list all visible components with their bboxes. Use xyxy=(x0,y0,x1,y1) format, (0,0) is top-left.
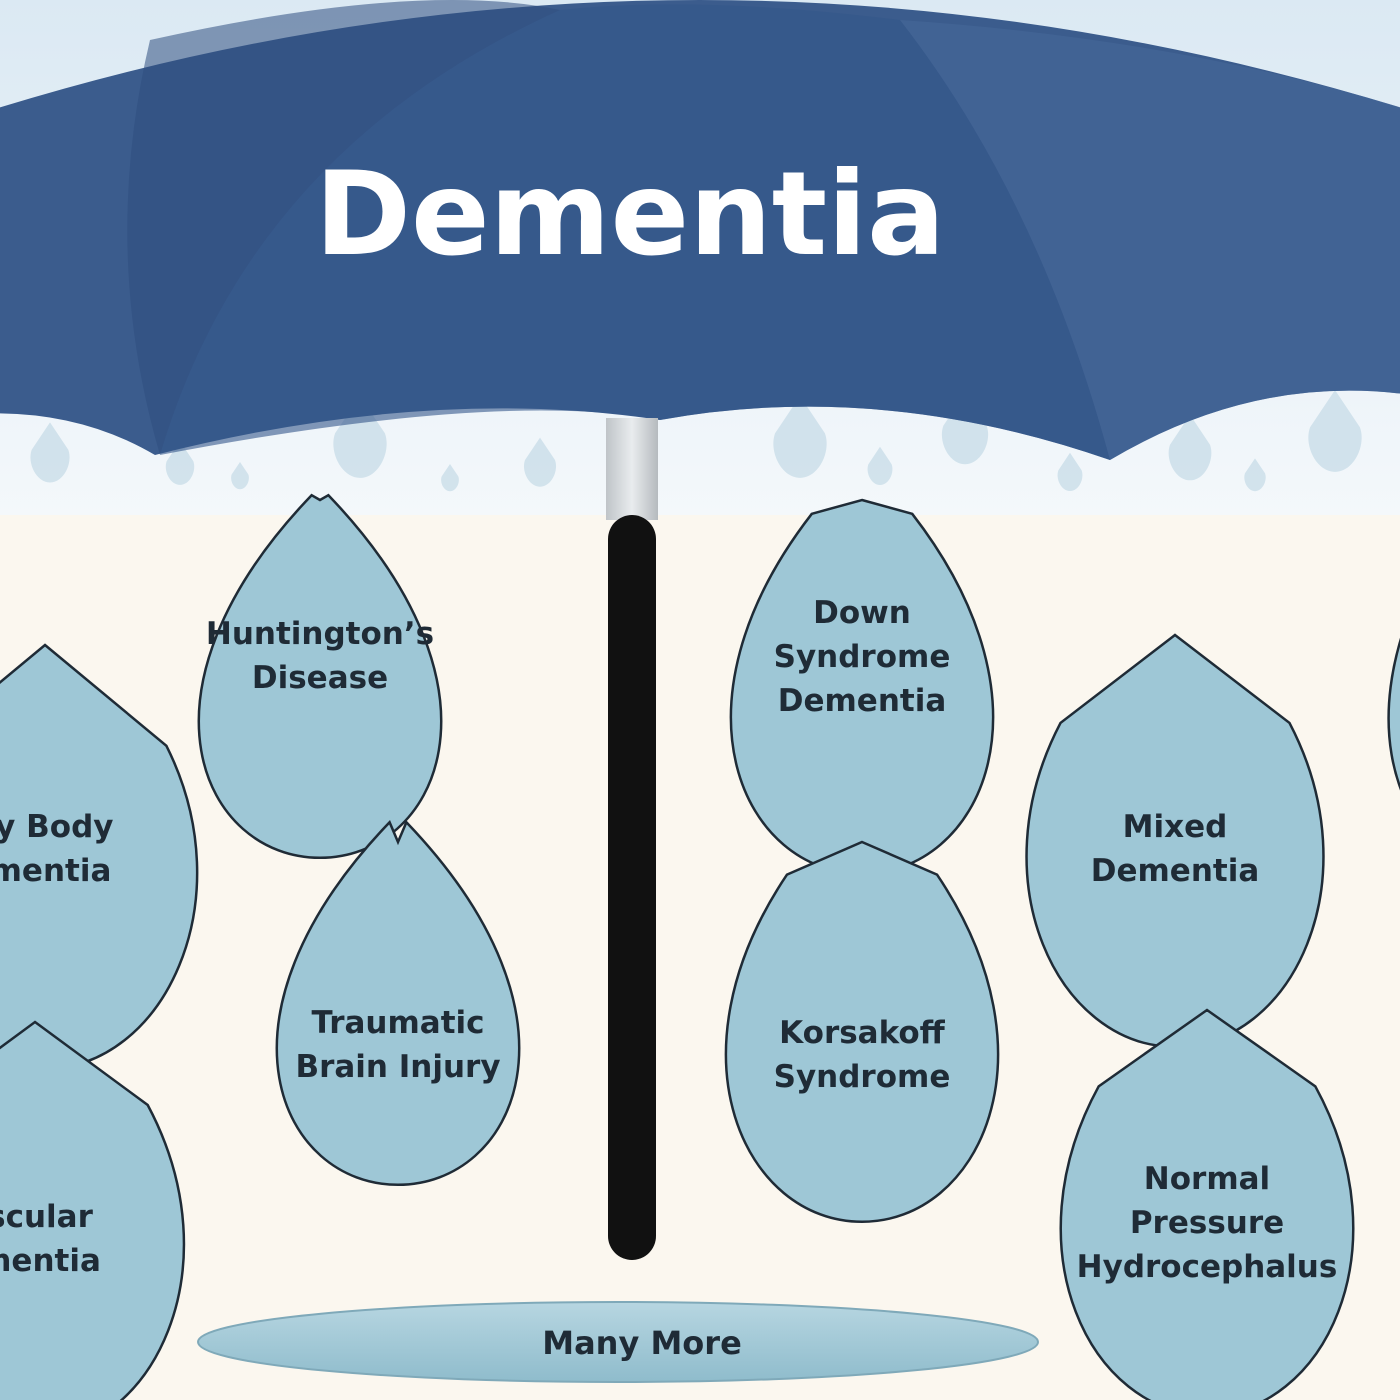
background-raindrop xyxy=(867,446,893,485)
drop-label-line: wy Body xyxy=(0,809,113,845)
drop-label-line: Brain Injury xyxy=(295,1049,500,1085)
background-raindrop xyxy=(523,437,557,487)
drop-label-line: Dementia xyxy=(778,683,947,719)
background-raindrop xyxy=(30,422,70,483)
drop-lewy-body: wy Body ementia xyxy=(0,643,199,1070)
umbrella-shaft xyxy=(608,515,656,1260)
drop-shape xyxy=(0,1020,186,1400)
drop-shape xyxy=(275,819,521,1187)
drop-label-line: Mixed xyxy=(1123,809,1228,845)
drop-vascular: scular mentia xyxy=(0,1020,186,1400)
drop-shape xyxy=(724,840,1000,1224)
background-raindrop xyxy=(1308,390,1362,472)
background-raindrop xyxy=(231,462,249,490)
umbrella-pole-top xyxy=(606,418,658,520)
drop-label-line: Normal xyxy=(1144,1161,1270,1197)
drop-shape xyxy=(1387,637,1400,790)
background-raindrop xyxy=(441,464,459,492)
drop-label-line: Hydrocephalus xyxy=(1077,1249,1338,1285)
puddle-shape xyxy=(197,1301,1039,1383)
drop-label-line: ementia xyxy=(0,853,111,889)
drop-label-line: Dementia xyxy=(1091,853,1260,889)
drop-shape xyxy=(197,493,443,860)
drop-label-line: Traumatic xyxy=(311,1005,484,1041)
drop-label-line: Down xyxy=(813,595,911,631)
drop-label-line: Pressure xyxy=(1130,1205,1284,1241)
canopy-panel-center xyxy=(160,4,1110,460)
drop-label-line: Disease xyxy=(252,660,388,696)
drop-label-line: scular xyxy=(0,1199,94,1235)
many-more-puddle: Many More xyxy=(197,1301,1039,1383)
background-raindrop xyxy=(773,396,827,478)
disease-drops: Huntington’sDiseasewy BodyementiaTraumat… xyxy=(0,493,1400,1400)
drop-shape xyxy=(1059,1008,1355,1400)
background-raindrop xyxy=(1244,458,1266,492)
background-raindrop xyxy=(1168,414,1212,481)
canopy-panel-right xyxy=(900,20,1400,460)
drop-right-edge-top xyxy=(1387,637,1400,790)
drop-label-line: Huntington’s xyxy=(206,616,434,652)
puddle-label: Many More xyxy=(542,1324,742,1362)
drop-label-line: mentia xyxy=(0,1243,101,1279)
umbrella-canopy: Dementia xyxy=(0,0,1400,460)
drop-label-line: Syndrome xyxy=(774,639,951,675)
canopy-panel-left xyxy=(127,0,560,455)
umbrella-title: Dementia xyxy=(315,147,946,282)
drop-label-line: Korsakoff xyxy=(779,1015,946,1051)
drop-label-line: Syndrome xyxy=(774,1059,951,1095)
background-raindrop xyxy=(1057,452,1083,491)
